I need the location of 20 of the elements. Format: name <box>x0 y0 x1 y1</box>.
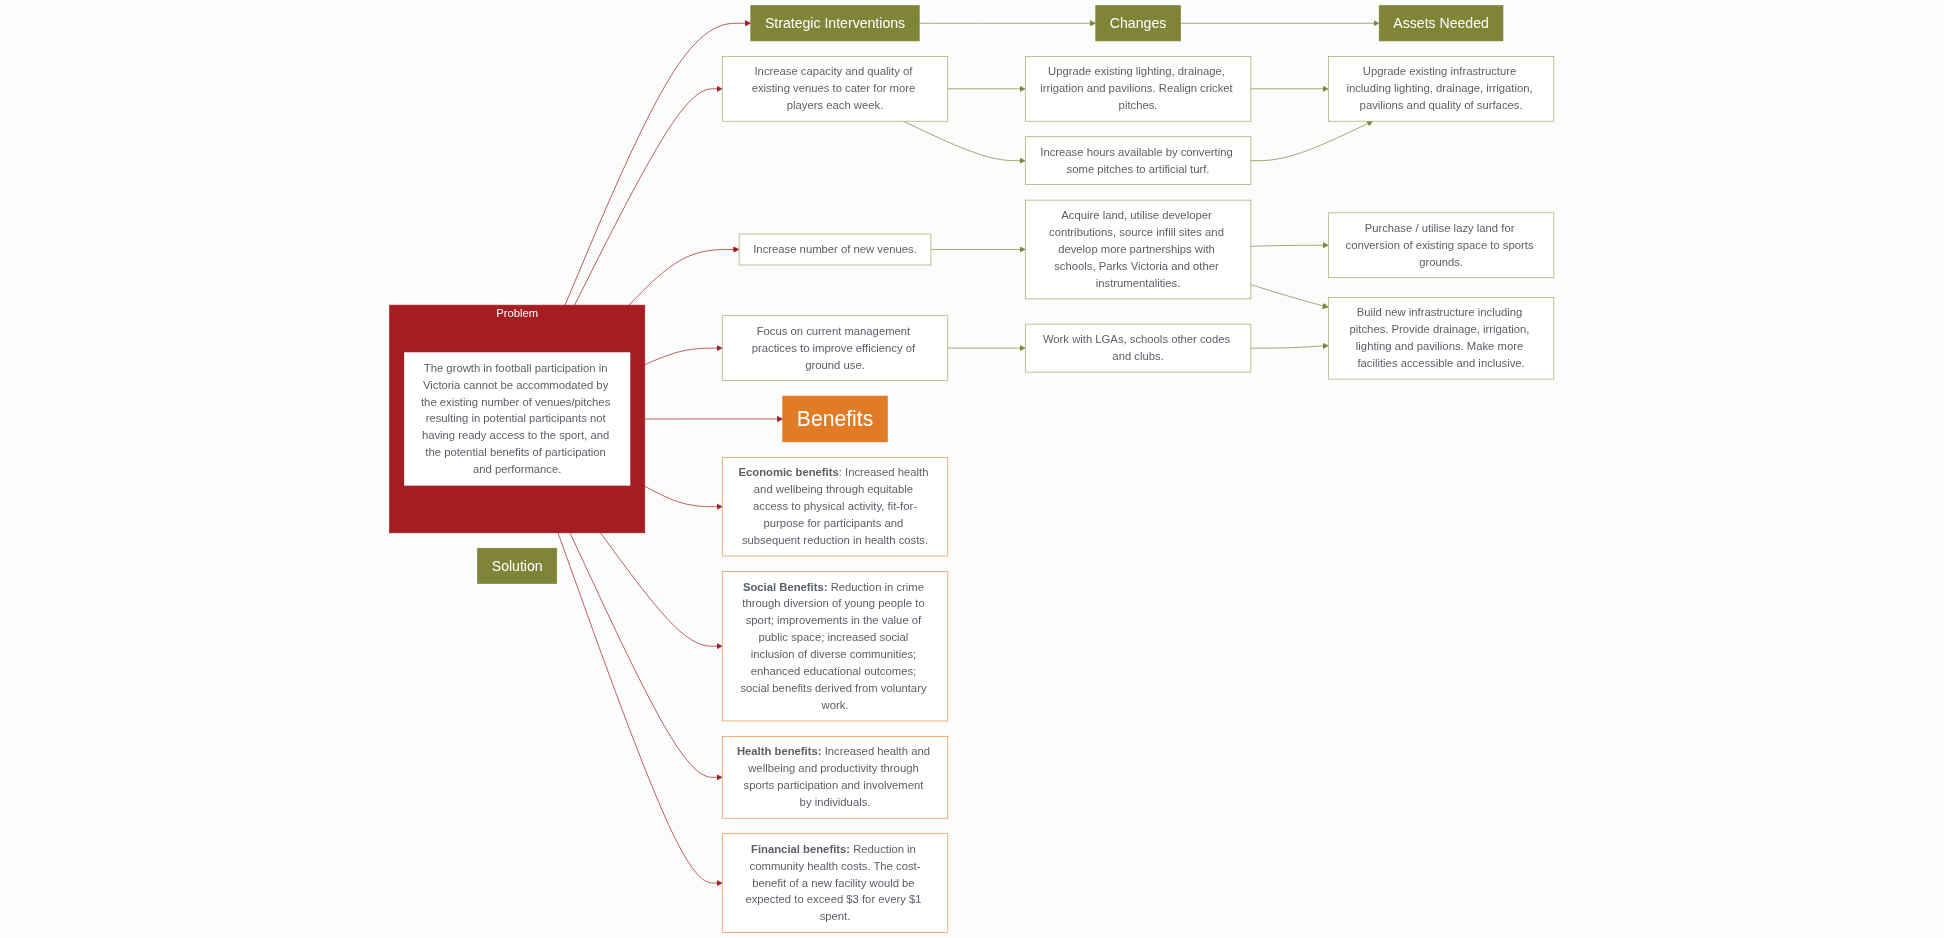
node-box: Increase hours available by converting some pitches to artificial turf. <box>1025 136 1252 185</box>
node-box: Financial benefits: Reduction in community health costs. The cost-benefit of a new facility would be expected to exceed $3 for every $1 spent. <box>722 833 949 933</box>
node-box: Assets Needed <box>1379 5 1504 42</box>
node-box: Increase number of new venues. <box>739 233 932 266</box>
node-box: Social Benefits: Reduction in crime through diversion of young people to sport; improvements in the value of public space; increased social inclusion of diverse communities; enhanced educational outcomes; social benefits derived from voluntary work. <box>722 571 949 722</box>
node-box: Health benefits: Increased health and wellbeing and productivity through sports participation and involvement by individuals. <box>722 736 949 819</box>
node-box: Upgrade existing infrastructure including lighting, drainage, irrigation, pavilions and quality of surfaces. <box>1328 56 1555 122</box>
node-box: Upgrade existing lighting, drainage, irrigation and pavilions. Realign cricket pitches. <box>1025 56 1252 122</box>
node-box: Build new infrastructure including pitches. Provide drainage, irrigation, lighting and pavilions. Make more facilities accessible and inclusive. <box>1328 297 1555 380</box>
node-box: Economic benefits: Increased health and wellbeing through equitable access to physical activity, fit-for-purpose for participants and subsequent reduction in health costs. <box>722 457 949 557</box>
node-box: Benefits <box>782 395 888 443</box>
node-box: Solution <box>477 547 558 584</box>
node-box: Increase capacity and quality of existing venues to cater for more players each week. <box>722 56 949 122</box>
node-box: Work with LGAs, schools other codes and clubs. <box>1025 323 1252 373</box>
node-box: Purchase / utilise lazy land for conversion of existing space to sports grounds. <box>1328 212 1555 279</box>
node-box: Focus on current management practices to improve efficiency of ground use. <box>722 315 949 381</box>
node-box: Strategic Interventions <box>750 5 920 42</box>
node-box: Acquire land, utilise developer contributions, source infill sites and develop more partnerships with schools, Parks Victoria and other instrumentalities. <box>1025 199 1252 300</box>
node-box: The growth in football participation in Victoria cannot be accommodated by the existing number of venues/pitches resulting in potential participants not having ready access to the sport, and the potential benefits of participation and performance. <box>404 352 631 486</box>
node-box: Changes <box>1095 5 1181 42</box>
